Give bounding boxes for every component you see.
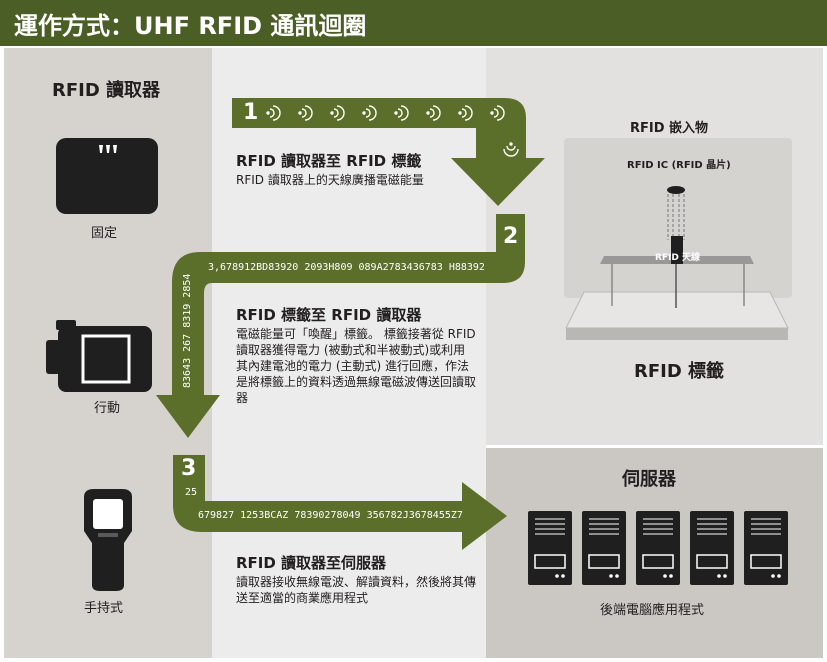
radio-waves-icon [266,105,519,157]
data-string-bottom-start: 25 [185,487,198,498]
arrow-reader-to-tag [232,98,545,206]
step-1-number: 1 [243,100,259,125]
server-icon [528,511,572,585]
antenna-label: RFID 天線 [655,253,701,263]
fixed-label: 固定 [91,226,118,241]
server-icon [582,511,626,585]
data-string-vertical: 83643 267 8319 2854 [182,273,193,388]
server-heading: 伺服器 [622,469,676,490]
inlay-label: RFID 嵌入物 [630,121,709,136]
step-1-heading: RFID 讀取器至 RFID 標籤 [236,152,422,170]
step-3-body: 讀取器接收無線電波、解讀資料，然後將其傳送至適當的商業應用程式 [236,575,477,605]
server-icon [744,511,788,585]
mobile-reader-icon [46,320,152,392]
data-string-top: 3,678912BD83920 2093H809 089A2783436783 … [208,262,485,273]
title-bar [0,0,827,46]
page-title: 運作方式：UHF RFID 通訊迴圈 [14,12,367,40]
step-2-body: 電磁能量可「喚醒」標籤。 標籤接著從 RFID 讀取器獲得電力 (被動式和半被動… [236,327,477,405]
arrow-reader-to-server [173,455,507,550]
mobile-label: 行動 [94,401,121,416]
reader-heading: RFID 讀取器 [52,80,161,101]
tag-heading: RFID 標籤 [634,361,725,382]
server-icon [636,511,680,585]
step-2-heading: RFID 標籤至 RFID 讀取器 [236,306,422,324]
handheld-reader-icon [84,489,132,591]
server-icon [690,511,734,585]
fixed-reader-icon [56,138,158,214]
step-2-number: 2 [503,224,519,249]
handheld-label: 手持式 [84,601,124,616]
steps-panel [212,48,486,658]
step-1-body: RFID 讀取器上的天線廣播電磁能量 [236,173,424,187]
step-3-heading: RFID 讀取器至伺服器 [236,554,387,572]
server-rack [528,511,788,587]
server-caption: 後端電腦應用程式 [600,603,705,618]
ic-label: RFID IC (RFID 晶片) [627,160,731,171]
arrow-tag-to-reader [156,214,525,438]
data-string-bottom: 679827 1253BCAZ 78390278049 356782J36784… [198,510,463,521]
step-3-number: 3 [181,456,197,481]
rfid-tag-illustration [564,138,792,340]
